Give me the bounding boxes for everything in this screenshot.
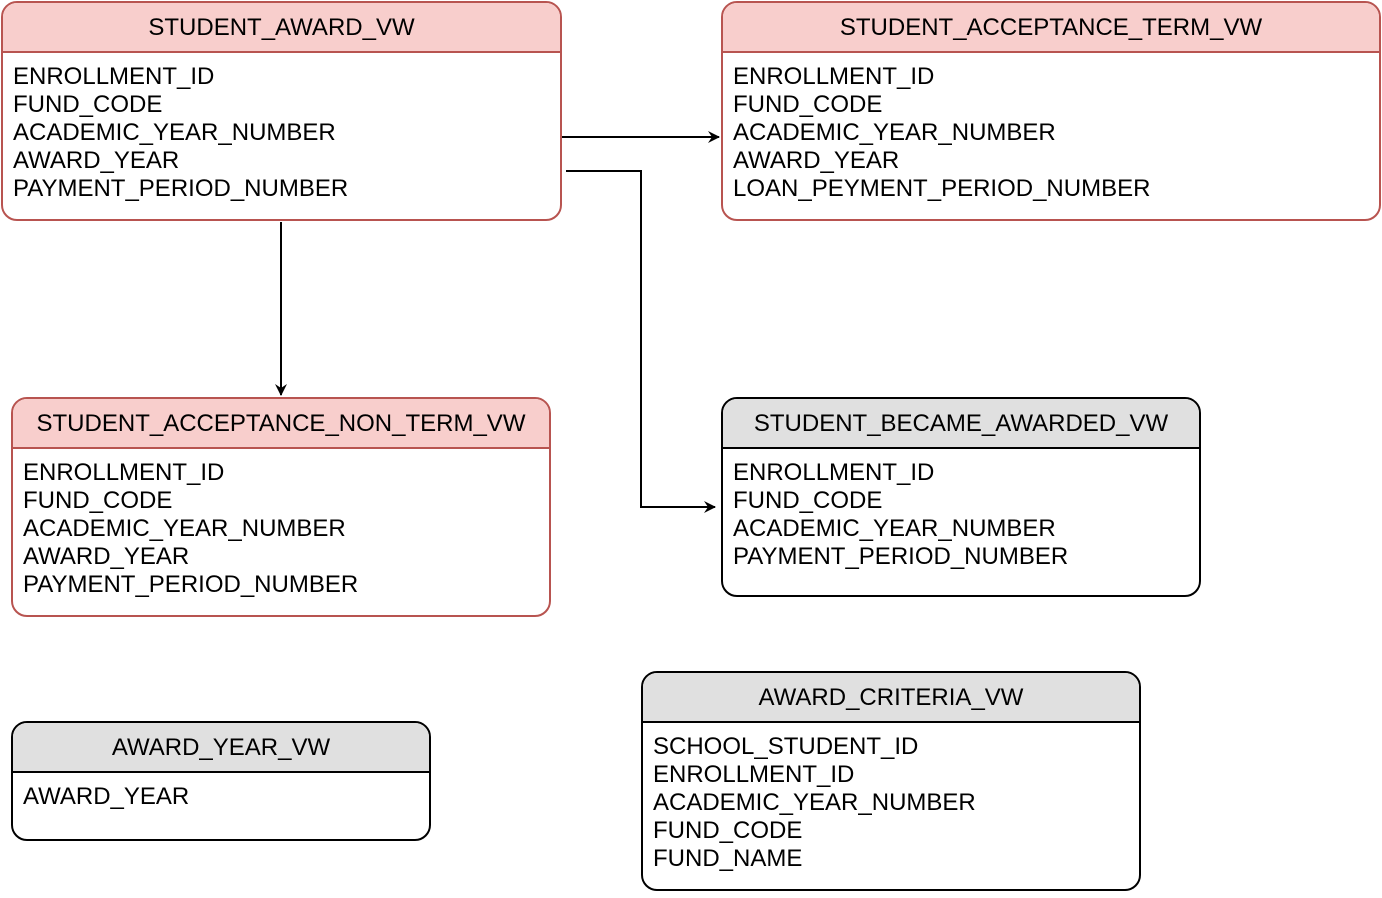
- entity-field: ACADEMIC_YEAR_NUMBER: [13, 119, 336, 146]
- entity-field: AWARD_YEAR: [13, 147, 180, 174]
- entity-field: ACADEMIC_YEAR_NUMBER: [653, 789, 976, 816]
- entity-field: AWARD_YEAR: [733, 147, 900, 174]
- entity-field: ENROLLMENT_ID: [733, 63, 935, 90]
- entity-title: AWARD_YEAR_VW: [13, 723, 429, 773]
- entity-award-criteria-vw[interactable]: AWARD_CRITERIA_VW SCHOOL_STUDENT_ID ENRO…: [641, 671, 1141, 891]
- entity-award-year-vw[interactable]: AWARD_YEAR_VW AWARD_YEAR: [11, 721, 431, 841]
- entity-field-list: ENROLLMENT_ID FUND_CODE ACADEMIC_YEAR_NU…: [723, 53, 1379, 203]
- entity-student-acceptance-non-term-vw[interactable]: STUDENT_ACCEPTANCE_NON_TERM_VW ENROLLMEN…: [11, 397, 551, 617]
- entity-field: FUND_CODE: [23, 487, 173, 514]
- entity-student-acceptance-term-vw[interactable]: STUDENT_ACCEPTANCE_TERM_VW ENROLLMENT_ID…: [721, 1, 1381, 221]
- entity-field: ENROLLMENT_ID: [13, 63, 215, 90]
- entity-field: ENROLLMENT_ID: [653, 761, 855, 788]
- entity-title: STUDENT_AWARD_VW: [3, 3, 560, 53]
- entity-field: ACADEMIC_YEAR_NUMBER: [733, 119, 1056, 146]
- entity-field: PAYMENT_PERIOD_NUMBER: [13, 175, 349, 202]
- connector-award-to-became-awarded: [566, 170, 716, 513]
- entity-field-list: AWARD_YEAR: [13, 773, 429, 811]
- entity-title: STUDENT_ACCEPTANCE_NON_TERM_VW: [13, 399, 549, 449]
- entity-title: STUDENT_BECAME_AWARDED_VW: [723, 399, 1199, 449]
- entity-field: FUND_NAME: [653, 845, 803, 872]
- entity-field: ACADEMIC_YEAR_NUMBER: [23, 515, 346, 542]
- entity-field-list: ENROLLMENT_ID FUND_CODE ACADEMIC_YEAR_NU…: [13, 449, 549, 599]
- entity-title: STUDENT_ACCEPTANCE_TERM_VW: [723, 3, 1379, 53]
- entity-field-list: SCHOOL_STUDENT_ID ENROLLMENT_ID ACADEMIC…: [643, 723, 1139, 873]
- entity-field: FUND_CODE: [733, 91, 883, 118]
- entity-field: FUND_CODE: [653, 817, 803, 844]
- entity-field-list: ENROLLMENT_ID FUND_CODE ACADEMIC_YEAR_NU…: [3, 53, 560, 203]
- entity-field: SCHOOL_STUDENT_ID: [653, 733, 919, 760]
- entity-field: ACADEMIC_YEAR_NUMBER: [733, 515, 1056, 542]
- entity-field: FUND_CODE: [13, 91, 163, 118]
- entity-field: PAYMENT_PERIOD_NUMBER: [733, 543, 1069, 570]
- entity-field: PAYMENT_PERIOD_NUMBER: [23, 571, 359, 598]
- entity-title: AWARD_CRITERIA_VW: [643, 673, 1139, 723]
- entity-field: ENROLLMENT_ID: [733, 459, 935, 486]
- entity-student-became-awarded-vw[interactable]: STUDENT_BECAME_AWARDED_VW ENROLLMENT_ID …: [721, 397, 1201, 597]
- entity-field: LOAN_PEYMENT_PERIOD_NUMBER: [733, 175, 1151, 202]
- entity-field: FUND_CODE: [733, 487, 883, 514]
- entity-student-award-vw[interactable]: STUDENT_AWARD_VW ENROLLMENT_ID FUND_CODE…: [1, 1, 562, 221]
- entity-field-list: ENROLLMENT_ID FUND_CODE ACADEMIC_YEAR_NU…: [723, 449, 1199, 571]
- entity-field: AWARD_YEAR: [23, 783, 190, 810]
- entity-field: AWARD_YEAR: [23, 543, 190, 570]
- entity-field: ENROLLMENT_ID: [23, 459, 225, 486]
